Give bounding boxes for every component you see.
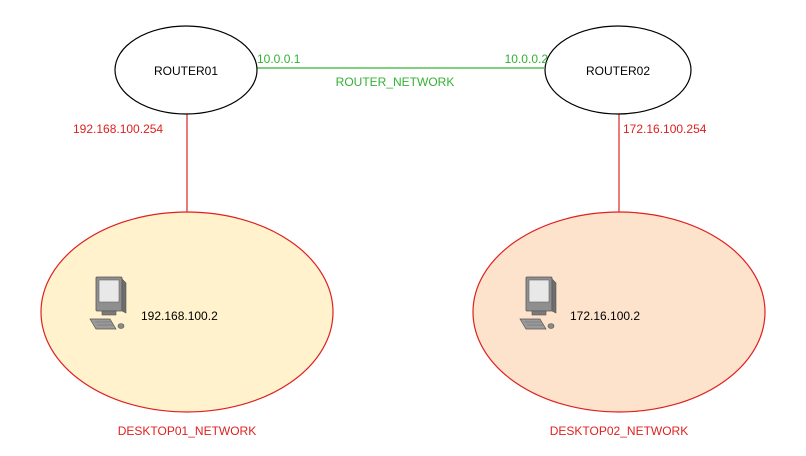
desktop01-network-shape	[40, 211, 334, 413]
desktop02-network-shape	[472, 211, 766, 413]
desktop02-network-label: DESKTOP02_NETWORK	[550, 424, 688, 438]
router01-ip-label: 10.0.0.1	[257, 52, 301, 66]
router-network-label: ROUTER_NETWORK	[336, 75, 455, 89]
desktop01-network-node[interactable]: 192.168.100.2	[40, 211, 334, 413]
desktop01-network-label: DESKTOP01_NETWORK	[118, 424, 256, 438]
desktop01-host-ip: 192.168.100.2	[141, 309, 218, 323]
router02-label: ROUTER02	[586, 64, 650, 78]
router02-ip-label: 10.0.0.2	[505, 52, 549, 66]
desktop01-gateway-ip: 192.168.100.254	[73, 122, 163, 136]
router01-shape	[114, 25, 258, 115]
router01-node[interactable]: ROUTER01	[114, 25, 258, 115]
desktop02-gateway-ip: 172.16.100.254	[623, 122, 707, 136]
router02-shape	[544, 25, 692, 115]
router01-label: ROUTER01	[154, 64, 218, 78]
desktop02-network-node[interactable]: 172.16.100.2	[472, 211, 766, 413]
router02-node[interactable]: ROUTER02	[544, 25, 692, 115]
desktop02-host-ip: 172.16.100.2	[570, 309, 640, 323]
